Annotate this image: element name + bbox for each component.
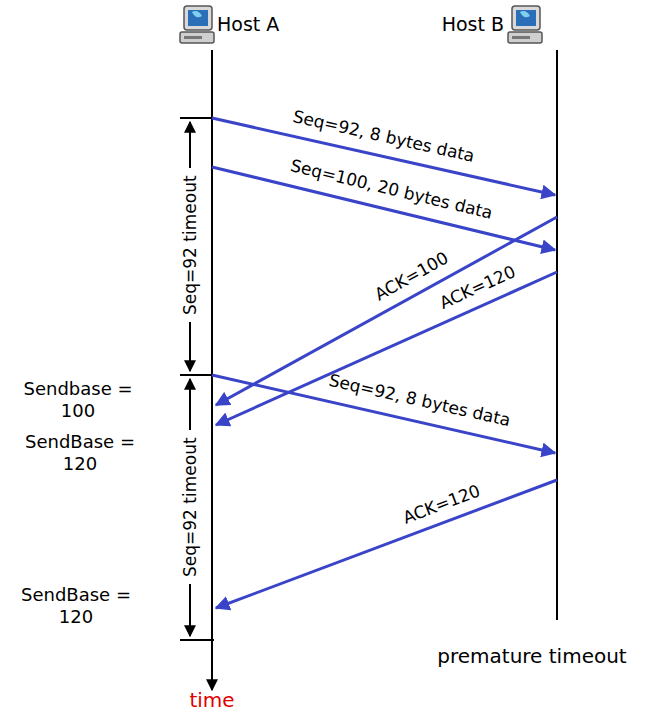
timeline — [556, 50, 558, 620]
time-axis-label: time — [189, 688, 234, 712]
caption-note: premature timeout — [437, 644, 626, 668]
sendbase-note: SendBase = 120 — [25, 431, 135, 474]
segment-label: Seq=100, 20 bytes data — [289, 155, 495, 223]
sendbase-note: Sendbase = 100 — [23, 378, 133, 421]
timeout-label: Seq=92 timeout — [180, 437, 200, 577]
timeout-label: Seq=92 timeout — [180, 175, 200, 315]
ack-label: ACK=120 — [400, 480, 483, 528]
timeline — [211, 50, 213, 690]
computer-icon — [180, 6, 214, 43]
ack-label: ACK=120 — [437, 261, 519, 313]
message-arrow — [212, 118, 557, 608]
host-name: Host A — [217, 13, 279, 36]
sendbase-note: SendBase = 120 — [21, 584, 131, 627]
host-name: Host B — [442, 13, 504, 36]
timeout-bracket — [180, 118, 214, 640]
computer-icon — [508, 6, 542, 43]
